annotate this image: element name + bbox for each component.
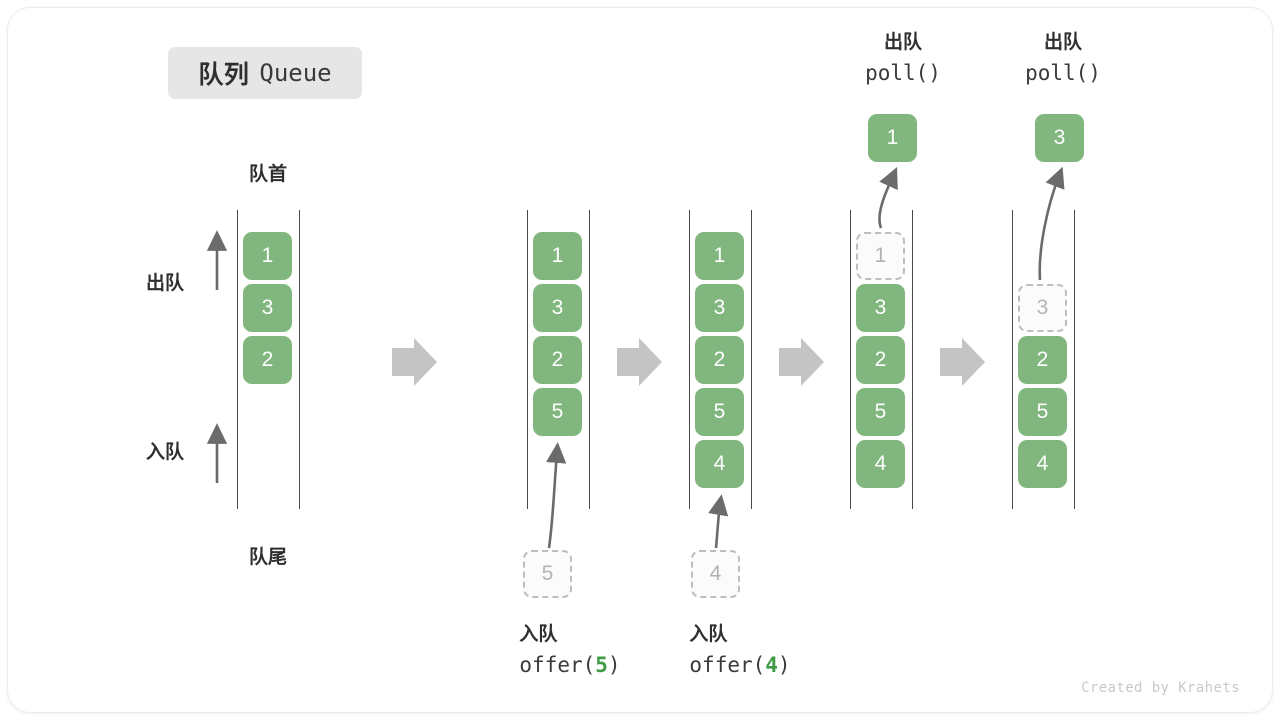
queue-cell-ghost: 1 [856, 232, 905, 280]
code-suffix: ) [928, 61, 941, 85]
caption-offer-5: 入队 offer(5) [519, 620, 620, 680]
caption-chinese: 出队 [883, 32, 922, 53]
queue-column-after-offer-5: 1 3 2 5 [527, 210, 590, 509]
code-prefix: poll( [1025, 61, 1089, 85]
queue-cell: 4 [856, 440, 905, 488]
caption-offer-4: 入队 offer(4) [689, 620, 790, 680]
caption-poll-3: 出队 poll() [1025, 28, 1101, 88]
queue-cell: 2 [533, 336, 582, 384]
queue-cell: 2 [1018, 336, 1067, 384]
queue-cell: 5 [856, 388, 905, 436]
rail-right [751, 210, 752, 509]
rail-right [589, 210, 590, 509]
code-suffix: ) [607, 653, 621, 677]
code-suffix: ) [777, 653, 791, 677]
rail-right [1074, 210, 1075, 509]
rail-right [299, 210, 300, 509]
rail-left [850, 210, 851, 509]
title-badge: 队列 Queue [168, 47, 362, 99]
footer-credit: Created by Krahets [1081, 680, 1240, 696]
popped-cell: 3 [1035, 114, 1084, 162]
caption-code: poll() [1025, 58, 1101, 88]
queue-cell: 5 [1018, 388, 1067, 436]
rail-left [1012, 210, 1013, 509]
queue-cell: 5 [695, 388, 744, 436]
enqueue-direction-label: 入队 [146, 442, 185, 463]
queue-cell: 1 [695, 232, 744, 280]
caption-chinese: 入队 [689, 624, 728, 645]
code-value: 5 [595, 653, 608, 677]
rail-left [527, 210, 528, 509]
code-suffix: ) [1088, 61, 1101, 85]
incoming-ghost-cell: 5 [523, 550, 572, 598]
queue-cell: 2 [856, 336, 905, 384]
queue-column-after-poll-1: 1 3 2 5 4 [850, 210, 913, 509]
queue-cell: 3 [243, 284, 292, 332]
rail-left [237, 210, 238, 509]
title-chinese: 队列 [198, 61, 250, 89]
queue-column-after-offer-4: 1 3 2 5 4 [689, 210, 752, 509]
rail-left [689, 210, 690, 509]
title-english: Queue [259, 59, 332, 87]
queue-cell: 1 [243, 232, 292, 280]
caption-code: poll() [865, 58, 941, 88]
queue-cell: 4 [695, 440, 744, 488]
rear-label: 队尾 [248, 547, 288, 568]
queue-cell-ghost: 3 [1018, 284, 1067, 332]
caption-poll-1: 出队 poll() [865, 28, 941, 88]
code-prefix: offer( [689, 653, 766, 677]
diagram-card [8, 8, 1272, 712]
caption-code: offer(4) [689, 650, 790, 680]
queue-column-initial: 1 3 2 [237, 210, 300, 509]
code-value: 4 [765, 653, 778, 677]
queue-cell: 3 [533, 284, 582, 332]
code-prefix: offer( [519, 653, 596, 677]
queue-cell: 2 [243, 336, 292, 384]
queue-cell: 2 [695, 336, 744, 384]
front-label: 队首 [248, 164, 288, 185]
rail-right [912, 210, 913, 509]
popped-cell: 1 [868, 114, 917, 162]
queue-column-after-poll-3: 3 2 5 4 [1012, 210, 1075, 509]
dequeue-direction-label: 出队 [146, 273, 185, 294]
incoming-ghost-cell: 4 [691, 550, 740, 598]
caption-chinese: 出队 [1043, 32, 1082, 53]
queue-cell: 3 [856, 284, 905, 332]
queue-cell: 5 [533, 388, 582, 436]
code-prefix: poll( [865, 61, 929, 85]
caption-chinese: 入队 [519, 624, 558, 645]
queue-cell: 3 [695, 284, 744, 332]
caption-code: offer(5) [519, 650, 620, 680]
queue-cell: 4 [1018, 440, 1067, 488]
queue-cell: 1 [533, 232, 582, 280]
